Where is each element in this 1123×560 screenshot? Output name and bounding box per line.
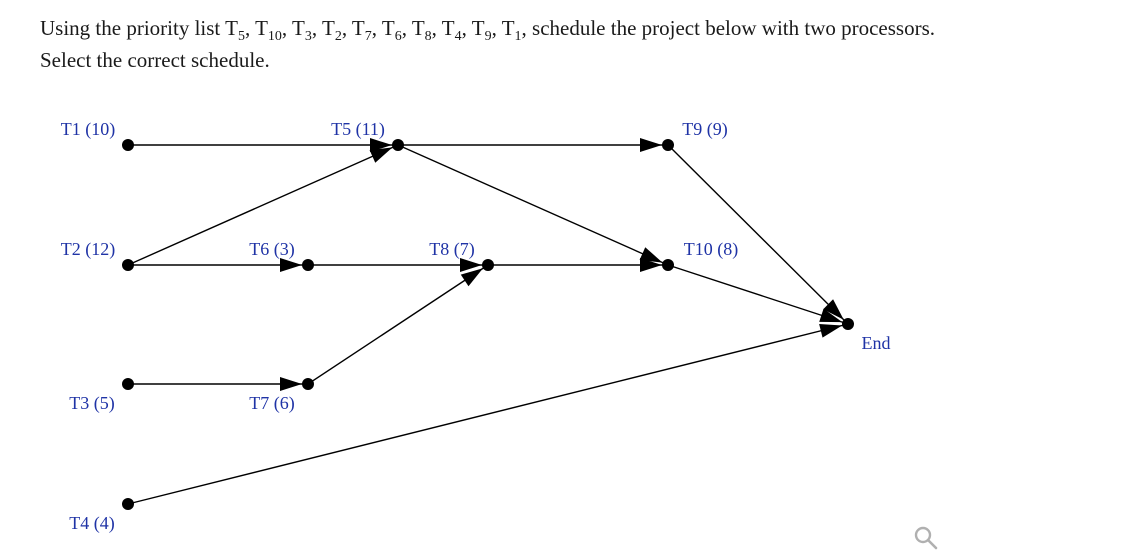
node-label-T9: T9 (9) xyxy=(682,119,727,140)
arrowhead-T2-T5 xyxy=(369,147,393,163)
arrowhead-T1-T5 xyxy=(370,138,392,152)
node-T6 xyxy=(302,259,314,271)
question-text-fragment: , T xyxy=(491,16,515,40)
node-label-End: End xyxy=(862,333,891,353)
arrowhead-T5-T10 xyxy=(639,247,663,263)
edge-T9-End xyxy=(667,144,849,325)
arrowhead-T5-T9 xyxy=(640,138,662,152)
task-subscript: 1 xyxy=(514,29,522,44)
edge-T4-End xyxy=(127,323,849,505)
edges-layer xyxy=(127,138,849,505)
node-label-T7: T7 (6) xyxy=(249,393,294,414)
node-T7 xyxy=(302,378,314,390)
question-line-2: Select the correct schedule. xyxy=(40,48,270,72)
node-End xyxy=(842,318,854,330)
arrowhead-T9-End xyxy=(823,299,844,320)
node-label-T4: T4 (4) xyxy=(69,513,114,534)
node-T2 xyxy=(122,259,134,271)
node-T4 xyxy=(122,498,134,510)
edge-T5-T10 xyxy=(397,144,669,266)
question-text-fragment: , T xyxy=(401,16,425,40)
task-subscript: 2 xyxy=(334,29,342,44)
node-label-T1: T1 (10) xyxy=(61,119,115,140)
node-label-T3: T3 (5) xyxy=(69,393,114,414)
question-text-fragment: Using the priority list T xyxy=(40,16,238,40)
node-label-T8: T8 (7) xyxy=(429,239,474,260)
arrowhead-T8-T10 xyxy=(640,258,662,272)
question-text-fragment: , T xyxy=(341,16,365,40)
question-text-fragment: , T xyxy=(281,16,305,40)
node-T5 xyxy=(392,139,404,151)
node-label-T2: T2 (12) xyxy=(61,239,115,260)
edge-T10-End xyxy=(667,264,849,325)
task-subscript: 8 xyxy=(424,29,432,44)
question-text-fragment: , schedule the project below with two pr… xyxy=(521,16,936,40)
node-label-T6: T6 (3) xyxy=(249,239,294,260)
question-text-fragment: , T xyxy=(431,16,455,40)
task-subscript: 4 xyxy=(454,29,462,44)
question-line-1: Using the priority list T5, T10, T3, T2,… xyxy=(40,12,1110,44)
edge-T7-T8 xyxy=(307,264,489,385)
task-subscript: 3 xyxy=(304,29,312,44)
question-text-fragment: , T xyxy=(371,16,395,40)
question-text-fragment: , T xyxy=(311,16,335,40)
nodes-layer xyxy=(122,139,854,510)
edge-T2-T5 xyxy=(127,144,399,266)
magnifier-icon[interactable] xyxy=(912,524,940,552)
task-subscript: 6 xyxy=(394,29,402,44)
arrowhead-T4-End xyxy=(819,324,843,338)
task-subscript: 7 xyxy=(364,29,372,44)
node-T9 xyxy=(662,139,674,151)
task-subscript: 5 xyxy=(237,29,245,44)
question-text-fragment: , T xyxy=(461,16,485,40)
task-subscript: 9 xyxy=(484,29,492,44)
arrowhead-T2-T6 xyxy=(280,258,302,272)
node-label-T10: T10 (8) xyxy=(684,239,738,260)
node-label-T5: T5 (11) xyxy=(331,119,385,140)
labels-layer: T1 (10) T2 (12) T3 (5) T4 (4) T5 (11) T6 (3) T… xyxy=(61,119,891,534)
node-T8 xyxy=(482,259,494,271)
node-T1 xyxy=(122,139,134,151)
task-subscript: 10 xyxy=(267,29,282,44)
question-text: Using the priority list T5, T10, T3, T2,… xyxy=(40,12,1110,76)
question-text-fragment: , T xyxy=(244,16,268,40)
arrowhead-T10-End xyxy=(819,308,843,323)
node-T10 xyxy=(662,259,674,271)
arrowhead-T7-T8 xyxy=(460,268,483,287)
node-T3 xyxy=(122,378,134,390)
arrowhead-T6-T8 xyxy=(460,258,482,272)
arrowhead-T3-T7 xyxy=(280,377,302,391)
